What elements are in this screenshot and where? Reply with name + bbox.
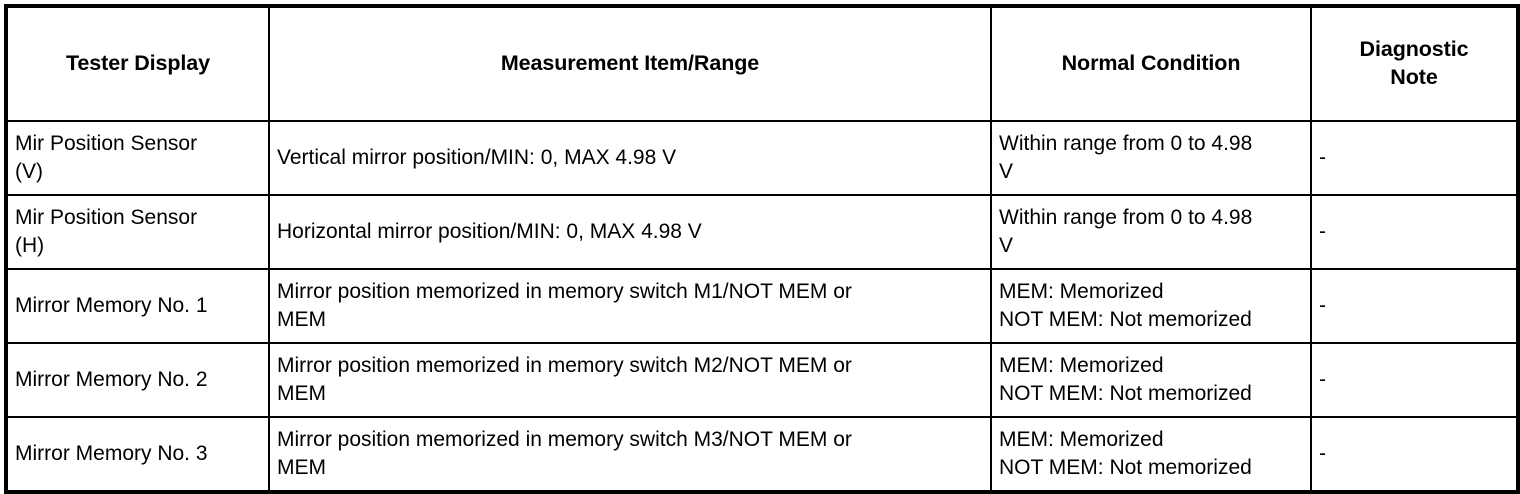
cell-tester-display-text: Mir Position Sensor (V) bbox=[8, 130, 268, 185]
cell-normal-condition-text: MEM: Memorized NOT MEM: Not memorized bbox=[992, 426, 1310, 481]
tester-display-line1: Mirror Memory No. 3 bbox=[15, 442, 208, 466]
cell-measurement-item-range: Mirror position memorized in memory swit… bbox=[268, 267, 992, 344]
normal-condition-line1: MEM: Memorized bbox=[999, 428, 1164, 452]
cell-diagnostic-note: - bbox=[1310, 119, 1519, 196]
diagnostic-note-value: - bbox=[1319, 442, 1326, 466]
cell-measurement-text: Mirror position memorized in memory swit… bbox=[270, 352, 990, 407]
cell-tester-display-text: Mirror Memory No. 3 bbox=[8, 440, 268, 467]
normal-condition-line2: NOT MEM: Not memorized bbox=[999, 455, 1252, 479]
cell-diagnostic-note: - bbox=[1310, 193, 1519, 270]
measurement-line1: Mirror position memorized in memory swit… bbox=[277, 280, 852, 304]
cell-tester-display: Mir Position Sensor (H) bbox=[5, 193, 270, 270]
normal-condition-line2: V bbox=[999, 159, 1014, 183]
measurement-line2: MEM bbox=[277, 307, 326, 331]
cell-normal-condition-text: Within range from 0 to 4.98 V bbox=[992, 130, 1310, 185]
spec-table-sheet: Tester Display Measurement Item/Range No… bbox=[4, 4, 1520, 494]
cell-tester-display-text: Mirror Memory No. 2 bbox=[8, 366, 268, 393]
cell-measurement-text: Horizontal mirror position/MIN: 0, MAX 4… bbox=[270, 218, 990, 245]
cell-diagnostic-note: - bbox=[1310, 267, 1519, 344]
header-row: Tester Display Measurement Item/Range No… bbox=[5, 5, 1519, 122]
diagnostic-note-value: - bbox=[1319, 220, 1326, 244]
column-header-measurement-item-range-label: Measurement Item/Range bbox=[500, 50, 760, 75]
tester-display-line2: (H) bbox=[15, 233, 45, 257]
cell-normal-condition-text: MEM: Memorized NOT MEM: Not memorized bbox=[992, 278, 1310, 333]
cell-normal-condition-text: Within range from 0 to 4.98 V bbox=[992, 204, 1310, 259]
cell-measurement-text: Vertical mirror position/MIN: 0, MAX 4.9… bbox=[270, 144, 990, 171]
cell-measurement-item-range: Mirror position memorized in memory swit… bbox=[268, 415, 992, 493]
cell-measurement-item-range: Horizontal mirror position/MIN: 0, MAX 4… bbox=[268, 193, 992, 270]
column-header-diagnostic-note: Diagnostic Note bbox=[1310, 5, 1519, 122]
cell-diagnostic-note: - bbox=[1310, 341, 1519, 418]
measurement-line1: Vertical mirror position/MIN: 0, MAX 4.9… bbox=[277, 146, 677, 170]
tester-display-line1: Mir Position Sensor bbox=[15, 132, 198, 156]
tester-display-line1: Mir Position Sensor bbox=[15, 206, 198, 230]
table-row: Mir Position Sensor (V) Vertical mirror … bbox=[5, 119, 1519, 196]
measurement-line2: MEM bbox=[277, 381, 326, 405]
cell-tester-display-text: Mirror Memory No. 1 bbox=[8, 292, 268, 319]
cell-normal-condition: MEM: Memorized NOT MEM: Not memorized bbox=[990, 267, 1312, 344]
diagnostic-note-value: - bbox=[1319, 368, 1326, 392]
cell-tester-display: Mirror Memory No. 2 bbox=[5, 341, 270, 418]
cell-measurement-text: Mirror position memorized in memory swit… bbox=[270, 426, 990, 481]
cell-normal-condition: Within range from 0 to 4.98 V bbox=[990, 119, 1312, 196]
column-header-diagnostic-note-line1: Diagnostic bbox=[1359, 36, 1469, 61]
data-list-spec-table: Tester Display Measurement Item/Range No… bbox=[4, 4, 1520, 494]
cell-measurement-item-range: Vertical mirror position/MIN: 0, MAX 4.9… bbox=[268, 119, 992, 196]
column-header-diagnostic-note-wrapper: Diagnostic Note bbox=[1312, 9, 1516, 117]
column-header-measurement-item-range: Measurement Item/Range bbox=[268, 5, 992, 122]
column-header-diagnostic-note-line2: Note bbox=[1390, 64, 1438, 89]
table-row: Mirror Memory No. 2 Mirror position memo… bbox=[5, 341, 1519, 418]
measurement-line1: Horizontal mirror position/MIN: 0, MAX 4… bbox=[277, 220, 702, 244]
cell-measurement-text: Mirror position memorized in memory swit… bbox=[270, 278, 990, 333]
column-header-tester-display-label: Tester Display bbox=[66, 50, 210, 75]
cell-normal-condition: MEM: Memorized NOT MEM: Not memorized bbox=[990, 341, 1312, 418]
cell-normal-condition: Within range from 0 to 4.98 V bbox=[990, 193, 1312, 270]
normal-condition-line1: Within range from 0 to 4.98 bbox=[999, 206, 1253, 230]
column-header-normal-condition: Normal Condition bbox=[990, 5, 1312, 122]
table-body: Mir Position Sensor (V) Vertical mirror … bbox=[5, 119, 1519, 493]
table-row: Mirror Memory No. 1 Mirror position memo… bbox=[5, 267, 1519, 344]
diagnostic-note-value: - bbox=[1319, 146, 1326, 170]
cell-tester-display: Mirror Memory No. 3 bbox=[5, 415, 270, 493]
tester-display-line2: (V) bbox=[15, 159, 43, 183]
measurement-line1: Mirror position memorized in memory swit… bbox=[277, 354, 852, 378]
normal-condition-line1: Within range from 0 to 4.98 bbox=[999, 132, 1253, 156]
table-row: Mir Position Sensor (H) Horizontal mirro… bbox=[5, 193, 1519, 270]
table-row: Mirror Memory No. 3 Mirror position memo… bbox=[5, 415, 1519, 493]
column-header-tester-display: Tester Display bbox=[5, 5, 270, 122]
cell-diagnostic-note: - bbox=[1310, 415, 1519, 493]
cell-normal-condition-text: MEM: Memorized NOT MEM: Not memorized bbox=[992, 352, 1310, 407]
diagnostic-note-value: - bbox=[1319, 294, 1326, 318]
cell-tester-display-text: Mir Position Sensor (H) bbox=[8, 204, 268, 259]
normal-condition-line2: NOT MEM: Not memorized bbox=[999, 307, 1252, 331]
normal-condition-line2: NOT MEM: Not memorized bbox=[999, 381, 1252, 405]
measurement-line1: Mirror position memorized in memory swit… bbox=[277, 428, 852, 452]
cell-measurement-item-range: Mirror position memorized in memory swit… bbox=[268, 341, 992, 418]
measurement-line2: MEM bbox=[277, 455, 326, 479]
normal-condition-line1: MEM: Memorized bbox=[999, 280, 1164, 304]
cell-tester-display: Mirror Memory No. 1 bbox=[5, 267, 270, 344]
tester-display-line1: Mirror Memory No. 1 bbox=[15, 294, 208, 318]
column-header-normal-condition-label: Normal Condition bbox=[1061, 50, 1241, 75]
cell-normal-condition: MEM: Memorized NOT MEM: Not memorized bbox=[990, 415, 1312, 493]
normal-condition-line1: MEM: Memorized bbox=[999, 354, 1164, 378]
table-header: Tester Display Measurement Item/Range No… bbox=[5, 5, 1519, 122]
normal-condition-line2: V bbox=[999, 233, 1014, 257]
cell-tester-display: Mir Position Sensor (V) bbox=[5, 119, 270, 196]
tester-display-line1: Mirror Memory No. 2 bbox=[15, 368, 208, 392]
